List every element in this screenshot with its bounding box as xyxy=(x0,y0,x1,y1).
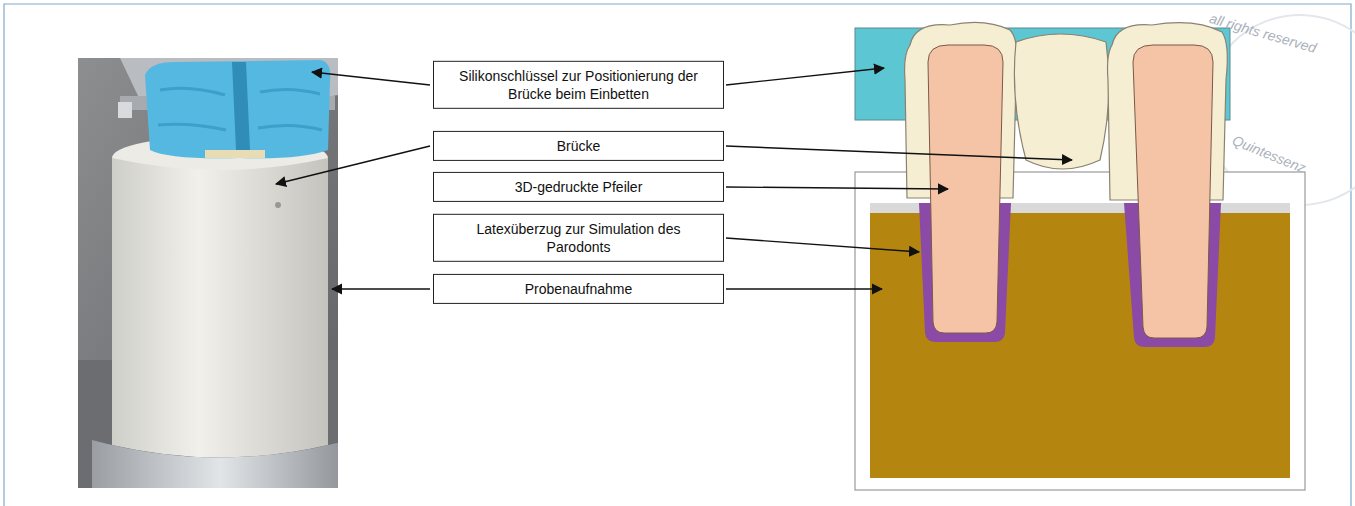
label-box: Probenaufnahme xyxy=(433,274,724,304)
frame xyxy=(4,4,1351,506)
label-box: Brücke xyxy=(433,131,724,161)
photo xyxy=(78,58,338,488)
label-text: Brücke xyxy=(444,137,713,155)
label-box: Silikonschlüssel zur Positionierung der … xyxy=(433,61,724,109)
label-box: 3D-gedruckte Pfeiler xyxy=(433,172,724,202)
watermark: Quintessenz xyxy=(1230,132,1308,176)
label-text: Probenaufnahme xyxy=(444,280,713,298)
label-text: 3D-gedruckte Pfeiler xyxy=(444,178,713,196)
label-box: Latexüberzug zur Simulation des Parodont… xyxy=(433,214,724,262)
label-text: Latexüberzug zur Simulation des Parodont… xyxy=(444,220,713,256)
label-text: Silikonschlüssel zur Positionierung der … xyxy=(444,67,713,103)
schematic xyxy=(855,22,1305,490)
